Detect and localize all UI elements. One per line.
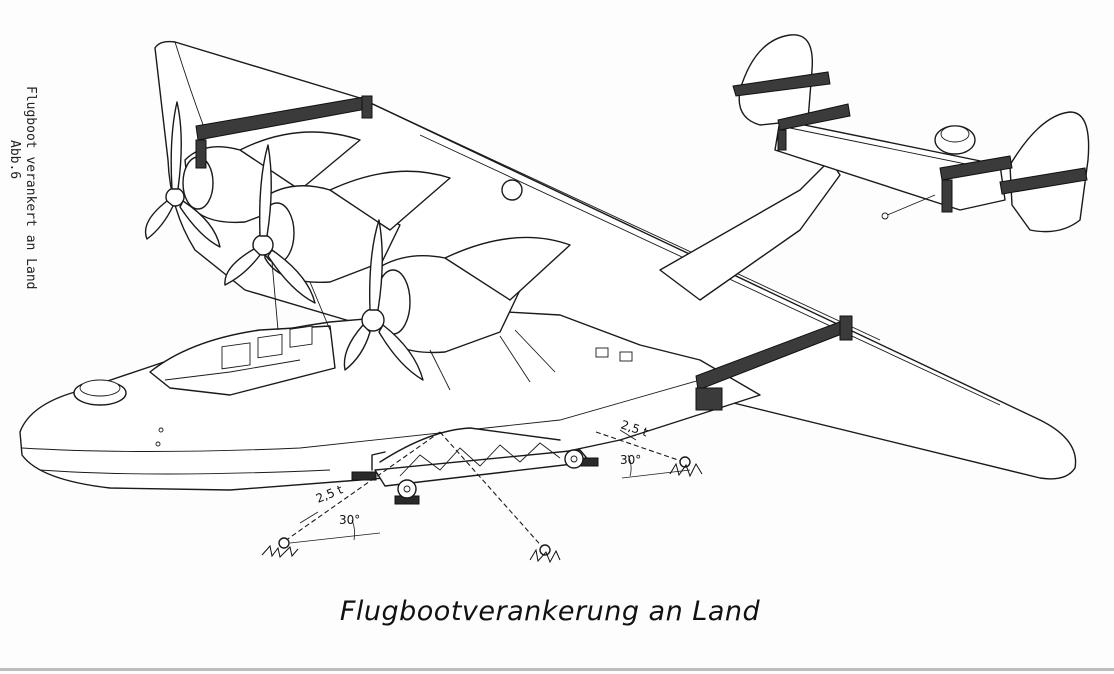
wing-struts	[271, 261, 556, 391]
anchor-left	[261, 537, 299, 558]
figure-note: Flugboot verankert an Land	[23, 86, 38, 290]
figure-number: Abb.6	[7, 140, 22, 180]
angle-label-left: 30°	[339, 513, 360, 527]
anchor-center	[529, 544, 561, 564]
tail-assembly	[659, 34, 1090, 301]
figure-caption: Flugbootverankerung an Land	[339, 596, 761, 627]
propellers	[144, 101, 424, 381]
wing-trestles	[195, 95, 853, 411]
anchor-right	[669, 456, 703, 478]
engines	[182, 131, 571, 354]
beaching-carriage	[351, 427, 599, 505]
hull	[19, 309, 761, 491]
angle-label-right: 30°	[620, 453, 641, 467]
mooring-lines	[261, 429, 703, 564]
bottom-edge	[0, 668, 1114, 671]
